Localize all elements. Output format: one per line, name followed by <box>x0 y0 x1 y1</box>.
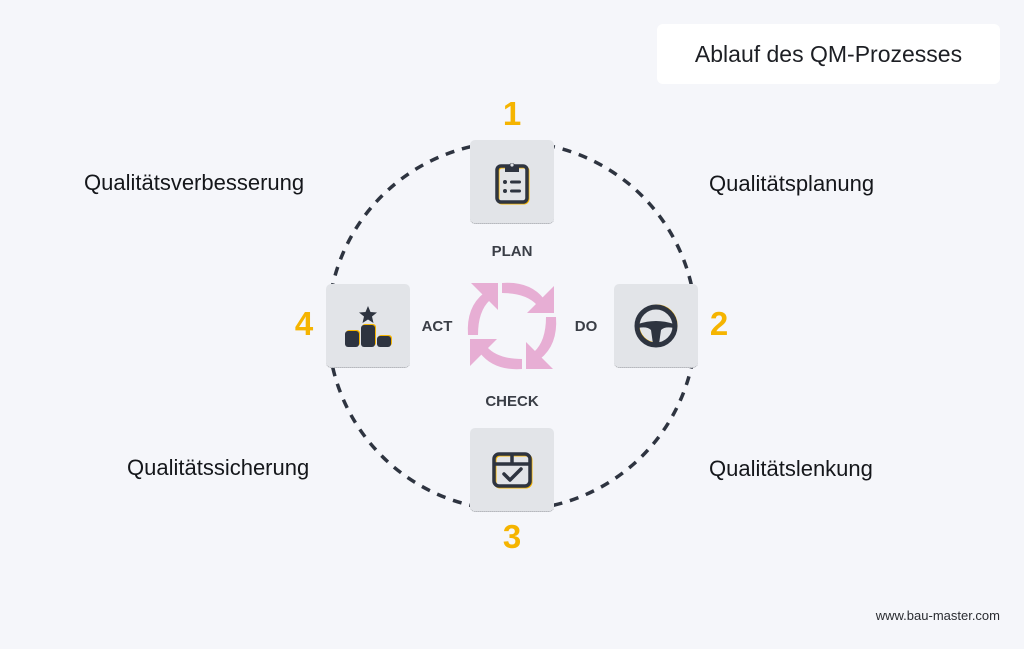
podium-star-icon <box>345 305 392 347</box>
steering-wheel-icon <box>634 304 678 347</box>
phase-label-check: CHECK <box>485 393 539 410</box>
step-box-do <box>614 284 698 368</box>
step-number-3: 3 <box>502 518 522 555</box>
step-box-check <box>470 428 554 512</box>
quality-label-verbesserung: Qualitätsverbesserung <box>84 170 305 195</box>
footer-url: www.bau-master.com <box>875 608 1000 623</box>
cycle-arrows-icon <box>467 282 557 370</box>
phase-label-do: DO <box>574 318 598 335</box>
step-number-4: 4 <box>294 305 314 342</box>
step-number-1: 1 <box>502 95 522 132</box>
phase-label-act: ACT <box>421 318 453 335</box>
clipboard-list-icon <box>495 162 530 204</box>
box-check-icon <box>492 451 533 488</box>
step-box-plan <box>470 140 554 224</box>
phase-label-plan: PLAN <box>491 243 533 260</box>
quality-label-lenkung: Qualitätslenkung <box>709 456 873 481</box>
diagram-title: Ablauf des QM-Prozesses <box>657 24 1000 84</box>
step-box-act <box>326 284 410 368</box>
quality-label-sicherung: Qualitätssicherung <box>127 455 310 480</box>
step-number-2: 2 <box>709 305 729 342</box>
quality-label-planung: Qualitätsplanung <box>709 171 875 196</box>
